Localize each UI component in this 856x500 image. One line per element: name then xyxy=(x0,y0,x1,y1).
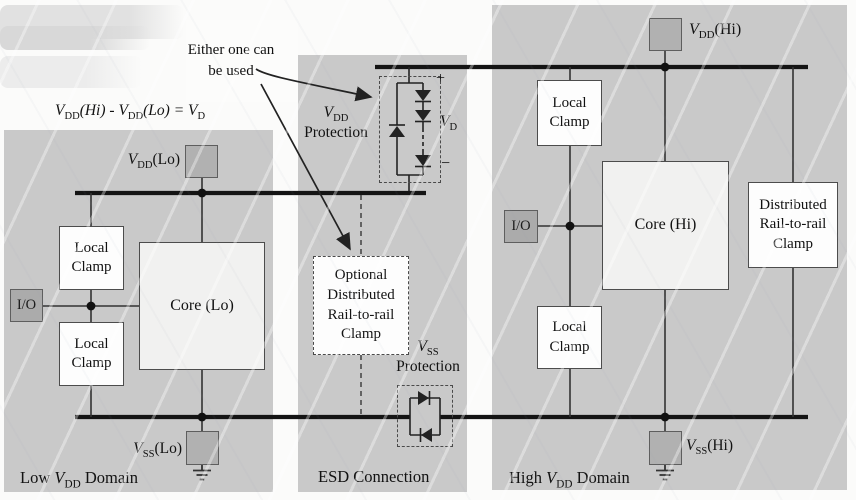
local-clamp-box: Local Clamp xyxy=(537,80,602,146)
local-clamp-box: Local Clamp xyxy=(59,226,124,290)
local-clamp-label: Local Clamp xyxy=(71,239,112,275)
esd-connection-label: ESD Connection xyxy=(318,467,430,486)
erased-region-3 xyxy=(0,56,142,88)
diode-down-icon xyxy=(415,110,431,121)
vss-protection-label: VSS Protection xyxy=(396,338,460,376)
ground-icon xyxy=(193,465,211,481)
vss-protection-box xyxy=(397,385,453,447)
local-clamp-box: Local Clamp xyxy=(59,322,124,386)
minus-label: − xyxy=(441,155,451,172)
vss-lo-pad xyxy=(186,431,219,465)
annotation-arrow xyxy=(255,68,373,251)
core-hi-box: Core (Hi) xyxy=(602,161,729,290)
vdd-protection-diodes xyxy=(389,67,431,191)
io-pad: I/O xyxy=(504,210,538,243)
local-clamp-label: Local Clamp xyxy=(549,94,590,130)
core-lo-label: Core (Lo) xyxy=(170,296,234,314)
io-label: I/O xyxy=(511,218,531,234)
erased-region-2 xyxy=(0,26,150,50)
vdd-protection-box xyxy=(379,76,441,183)
vd-label: VD xyxy=(440,113,458,134)
vss-hi-pad xyxy=(649,431,682,465)
vss-lo-pad-label: VSS(Lo) xyxy=(133,440,182,461)
diode-up-icon xyxy=(389,126,405,137)
diode-down-icon xyxy=(415,155,431,166)
vdd-lo-pad-label: VDD(Lo) xyxy=(127,151,180,172)
core-hi-label: Core (Hi) xyxy=(634,216,697,234)
junction-dot xyxy=(86,62,670,422)
local-clamp-label: Local Clamp xyxy=(549,319,590,355)
distributed-clamp-box: Distributed Rail-to-rail Clamp xyxy=(748,182,838,268)
vdd-lo-pad xyxy=(185,145,218,178)
optional-clamp-label: Optional Distributed Rail-to-rail Clamp xyxy=(327,266,395,343)
high-domain-wires xyxy=(538,50,794,431)
low-domain-label: Low VDD Domain xyxy=(20,468,138,491)
ground-icon xyxy=(656,465,674,481)
vdd-hi-pad-label: VDD(Hi) xyxy=(689,21,742,42)
local-clamp-label: Local Clamp xyxy=(71,335,112,371)
local-clamp-box: Local Clamp xyxy=(537,306,602,369)
annotation-background xyxy=(186,20,298,102)
vss-protection-diodes xyxy=(409,391,441,442)
vdd-hi-pad xyxy=(649,18,682,51)
vss-hi-pad-label: VSS(Hi) xyxy=(686,437,734,458)
diode-right-icon xyxy=(418,391,429,405)
diode-left-icon xyxy=(421,428,432,442)
io-label: I/O xyxy=(16,297,37,313)
distributed-clamp-label: Distributed Rail-to-rail Clamp xyxy=(759,197,827,252)
formula-label: VDD(Hi) - VDD(Lo) = VD xyxy=(55,102,206,123)
high-domain-label: High VDD Domain xyxy=(509,468,630,491)
annotation-note: Either one can be used xyxy=(187,42,275,80)
plus-label: + xyxy=(436,70,446,87)
optional-clamp-box: Optional Distributed Rail-to-rail Clamp xyxy=(313,256,409,355)
io-pad: I/O xyxy=(10,289,43,322)
diode-down-icon xyxy=(415,90,431,101)
vdd-protection-label: VDD Protection xyxy=(304,104,368,141)
core-lo-box: Core (Lo) xyxy=(139,242,265,370)
